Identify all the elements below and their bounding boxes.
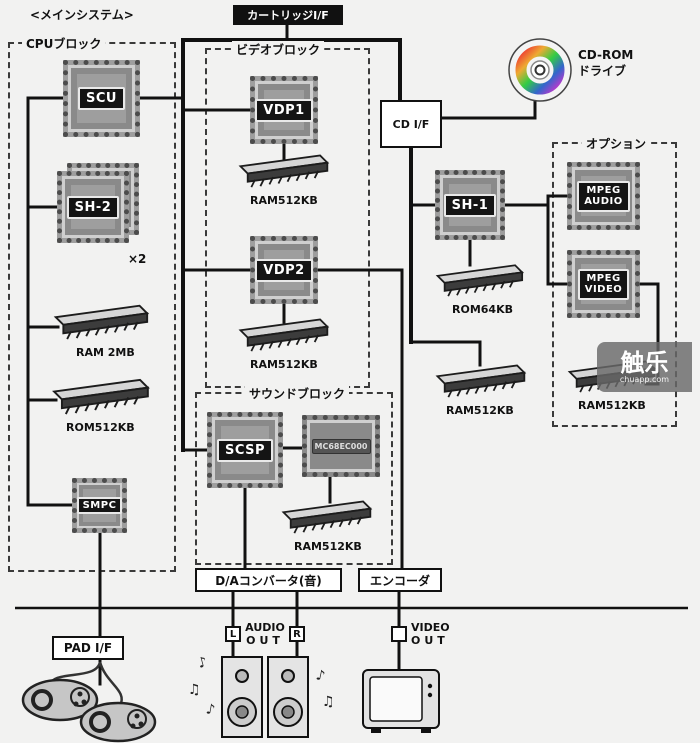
video-out-connector [391,626,407,642]
vdp2-chip: VDP2 [250,236,318,304]
option-block-label: オプション [582,135,651,152]
mpeg-audio-line2: AUDIO [584,196,623,207]
sh1-chip-die: SH-1 [443,193,497,217]
vdp1-ram-dip [239,154,329,188]
rom512kb-dip [53,378,149,415]
pad-if-box: PAD I/F [52,636,124,660]
gamepad-icon [21,661,157,743]
cd-ram-dip [436,364,526,398]
mpeg-video-chip: MPEG VIDEO [567,250,640,318]
right-channel-box: R [289,626,305,642]
cd-if-box: CD I/F [380,100,442,148]
mpeg-video-chip-die: MPEG VIDEO [577,268,630,300]
scsp-chip-die: SCSP [216,438,274,462]
dac-box: D/Aコンバータ(音) [195,568,342,592]
cdrom-drive-label: CD-ROM ドライブ [578,48,633,79]
rom512kb-label: ROM512KB [66,421,135,434]
watermark: 触乐 chuapp.com [597,342,692,392]
tv-icon [362,669,440,733]
audio-word: AUDIO [245,621,285,634]
vdp2-ram-dip [239,318,329,352]
ram-2mb-label: RAM 2MB [76,346,135,359]
watermark-logo: 触乐 [620,348,669,377]
video-out-word: OUT [411,634,449,648]
scsp-chip: SCSP [207,412,283,488]
cdrom-device: ドライブ [578,63,627,78]
cdrom-drive-icon [508,38,572,102]
video-out-label: VIDEO OUT [411,621,457,647]
sound-ram-dip [282,500,372,534]
vdp1-chip: VDP1 [250,76,318,144]
vdp2-ram-label: RAM512KB [250,358,318,371]
vdp2-chip-die: VDP2 [255,258,313,282]
smpc-chip-die: SMPC [76,497,123,514]
vdp1-ram-label: RAM512KB [250,194,318,207]
scu-chip-die: SCU [78,87,125,110]
speaker-icon [221,656,309,738]
sound-ram-label: RAM512KB [294,540,362,553]
music-note-icon: ♫ [322,694,335,710]
cd-ram-label: RAM512KB [446,404,514,417]
ram-2mb-dip [54,304,149,340]
mpeg-video-line2: VIDEO [584,284,623,295]
option-ram-label: RAM512KB [578,399,646,412]
watermark-site: chuapp.com [619,374,670,384]
vdp1-chip-die: VDP1 [255,98,313,122]
video-block-label: ビデオブロック [232,41,325,58]
video-word: VIDEO [411,621,450,634]
rom64kb-label: ROM64KB [452,303,513,316]
sh1-chip: SH-1 [435,170,505,240]
scu-chip: SCU [63,60,140,137]
audio-out-word: OUT [246,634,284,648]
mpeg-audio-line1: MPEG [586,184,621,196]
sh2-chip: SH-2 [57,171,129,243]
smpc-chip: SMPC [72,478,127,533]
left-channel-box: L [225,626,241,642]
main-system-title: <メインシステム> [30,8,134,22]
mpeg-audio-chip-die: MPEG AUDIO [577,180,630,212]
sh2-chip-die: SH-2 [66,195,120,219]
music-note-icon: ♫ [188,682,201,698]
cdrom-name: CD-ROM [578,48,634,62]
audio-out-label: AUDIO OUT [241,621,289,647]
cpu-block-label: CPUブロック [22,35,106,52]
encoder-box: エンコーダ [358,568,442,592]
m68k-chip-die: MC68EC000 [311,438,371,454]
mpeg-audio-chip: MPEG AUDIO [567,162,640,230]
cartridge-if-box: カートリッジI/F [233,5,343,25]
m68k-chip: MC68EC000 [302,415,380,477]
rom64kb-dip [436,264,524,297]
sh2-count-label: ×2 [128,252,147,266]
sound-block-label: サウンドブロック [245,385,350,402]
mpeg-video-line1: MPEG [586,272,621,284]
